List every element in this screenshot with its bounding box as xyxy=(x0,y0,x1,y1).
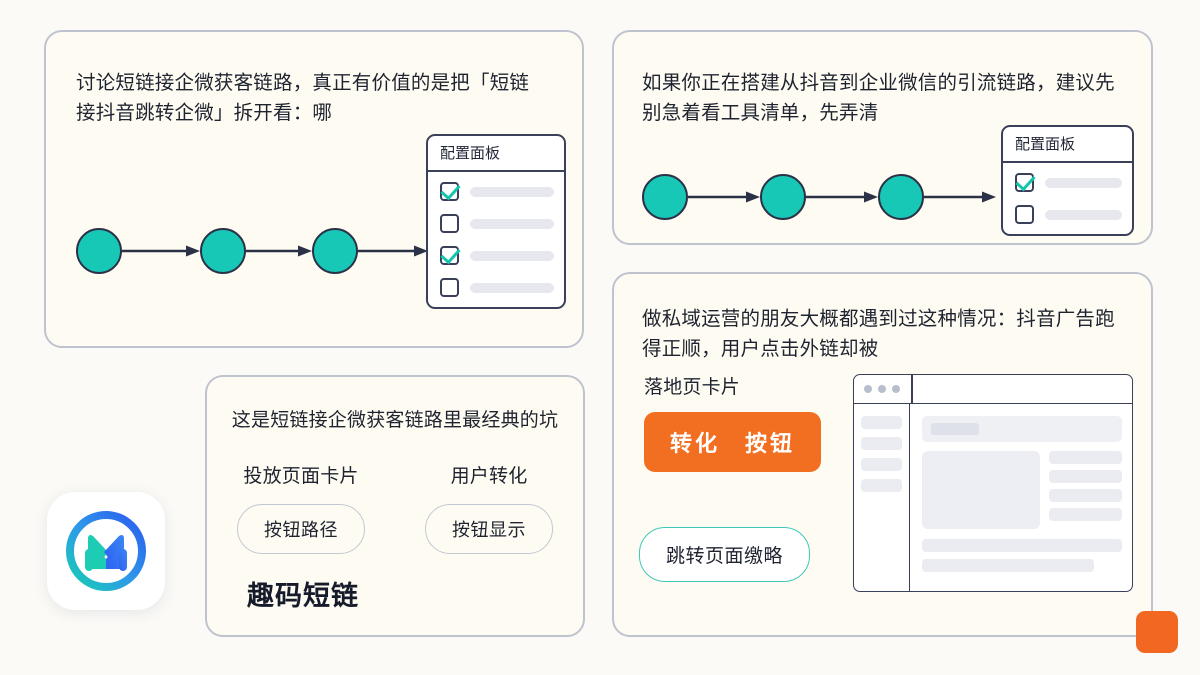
circle-node-icon xyxy=(878,174,924,220)
summary-pill-button[interactable]: 按钮显示 xyxy=(425,504,553,554)
config-placeholder-bar xyxy=(1045,209,1122,220)
content-line-placeholder xyxy=(1049,489,1122,502)
content-footer-placeholder xyxy=(922,539,1122,552)
content-mid-row xyxy=(922,451,1122,529)
summary-column: 用户转化 按钮显示 xyxy=(399,461,579,554)
window-dot-icon xyxy=(878,385,886,393)
sidebar-placeholder-item xyxy=(861,437,902,450)
arrow-right-icon xyxy=(806,191,878,203)
card-landing: 做私域运营的朋友大概都遇到过这种情况：抖音广告跑得正顺，用户点击外链却被 落地页… xyxy=(612,272,1153,637)
browser-titlebar xyxy=(854,375,1132,404)
sidebar-placeholder-item xyxy=(861,458,902,471)
card-flow-secondary-body: 如果你正在搭建从抖音到企业微信的引流链路，建议先别急着看工具清单，先弄清 xyxy=(642,72,1115,125)
checkbox-checked-icon[interactable] xyxy=(440,182,459,201)
accent-square-decoration xyxy=(1136,611,1178,653)
content-hero-placeholder xyxy=(922,416,1122,442)
browser-body xyxy=(854,404,1132,591)
arrow-right-icon xyxy=(688,191,760,203)
checkbox-checked-icon[interactable] xyxy=(440,246,459,265)
circle-node-icon xyxy=(760,174,806,220)
browser-sidebar xyxy=(854,404,910,591)
config-panel-primary: 配置面板 xyxy=(426,134,566,309)
sidebar-placeholder-item xyxy=(861,479,902,492)
summary-column-label: 投放页面卡片 xyxy=(243,466,359,487)
window-dot-icon xyxy=(864,385,872,393)
circle-node-icon xyxy=(312,228,358,274)
arrow-right-icon xyxy=(122,245,200,257)
sidebar-placeholder-item xyxy=(861,416,902,429)
conversion-cta-button[interactable]: 转化 按钮 xyxy=(644,412,822,472)
content-image-placeholder xyxy=(922,451,1040,529)
arrow-right-icon xyxy=(358,245,428,257)
config-placeholder-bar xyxy=(470,218,554,229)
config-placeholder-bar xyxy=(470,186,554,197)
config-row-list xyxy=(1003,163,1132,234)
content-line-placeholder xyxy=(1049,508,1122,521)
arrow-right-icon xyxy=(924,191,996,203)
checkbox-unchecked-icon[interactable] xyxy=(440,214,459,233)
config-row[interactable] xyxy=(440,246,554,265)
landing-section-label: 落地页卡片 xyxy=(644,377,741,398)
summary-headline: 这是短链接企微获客链路里最经典的坑 xyxy=(231,410,559,431)
content-line-placeholder xyxy=(1049,451,1122,464)
jump-page-strategy-pill[interactable]: 跳转页面缴略 xyxy=(639,527,811,582)
config-placeholder-bar xyxy=(1045,177,1122,188)
circle-node-icon xyxy=(76,228,122,274)
arrow-right-icon xyxy=(246,245,312,257)
content-footer-placeholder xyxy=(922,559,1094,572)
summary-columns: 投放页面卡片 按钮路径 用户转化 按钮显示 xyxy=(207,461,583,554)
config-row[interactable] xyxy=(440,182,554,201)
brand-name: 趣码短链 xyxy=(247,581,359,611)
config-placeholder-bar xyxy=(470,282,554,293)
card-flow-primary: 讨论短链接企微获客链路，真正有价值的是把「短链接抖音跳转企微」拆开看：哪 配置面… xyxy=(44,30,584,348)
flow-diagram-primary xyxy=(76,228,428,274)
config-row[interactable] xyxy=(1015,173,1122,192)
config-panel-secondary: 配置面板 xyxy=(1001,125,1134,236)
checkbox-unchecked-icon[interactable] xyxy=(440,278,459,297)
config-panel-title: 配置面板 xyxy=(1003,127,1132,163)
config-placeholder-bar xyxy=(470,250,554,261)
flow-diagram-secondary xyxy=(642,174,996,220)
checkbox-checked-icon[interactable] xyxy=(1015,173,1034,192)
window-dot-icon xyxy=(892,385,900,393)
checkbox-unchecked-icon[interactable] xyxy=(1015,205,1034,224)
summary-pill-button[interactable]: 按钮路径 xyxy=(237,504,365,554)
circle-node-icon xyxy=(200,228,246,274)
titlebar-divider xyxy=(911,375,913,403)
config-row-list xyxy=(428,172,564,307)
browser-window-dots xyxy=(854,385,908,393)
app-logo xyxy=(47,492,165,610)
browser-content xyxy=(910,404,1132,591)
content-line-placeholder xyxy=(1049,470,1122,483)
card-landing-body: 做私域运营的朋友大概都遇到过这种情况：抖音广告跑得正顺，用户点击外链却被 xyxy=(642,308,1115,361)
content-line-list xyxy=(1049,451,1122,529)
circle-node-icon xyxy=(642,174,688,220)
summary-column-label: 用户转化 xyxy=(450,466,528,487)
card-summary: 这是短链接企微获客链路里最经典的坑 投放页面卡片 按钮路径 用户转化 按钮显示 … xyxy=(205,375,585,637)
card-flow-primary-body: 讨论短链接企微获客链路，真正有价值的是把「短链接抖音跳转企微」拆开看：哪 xyxy=(76,72,530,125)
config-row[interactable] xyxy=(440,278,554,297)
config-row[interactable] xyxy=(1015,205,1122,224)
summary-column: 投放页面卡片 按钮路径 xyxy=(211,461,391,554)
content-chip-placeholder xyxy=(931,423,979,435)
config-panel-title: 配置面板 xyxy=(428,136,564,172)
config-row[interactable] xyxy=(440,214,554,233)
qumacode-m-logo-icon xyxy=(66,511,146,591)
card-flow-secondary: 如果你正在搭建从抖音到企业微信的引流链路，建议先别急着看工具清单，先弄清 配置面… xyxy=(612,30,1153,245)
browser-mockup xyxy=(853,374,1133,592)
